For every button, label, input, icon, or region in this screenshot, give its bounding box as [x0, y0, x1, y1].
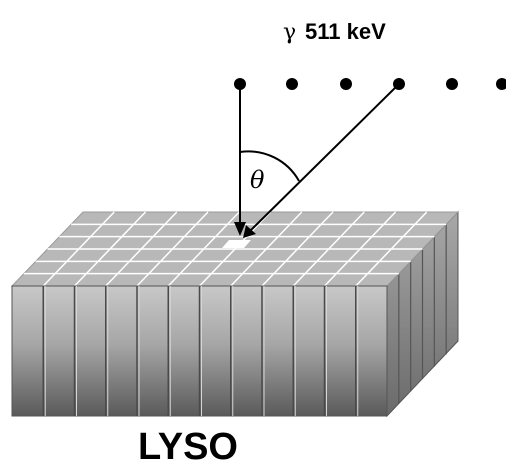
photon-paths — [234, 83, 400, 238]
oblique-incidence-ray — [249, 83, 400, 232]
energy-label: 511 keV — [305, 19, 386, 44]
crystal-front-divisions — [42, 286, 359, 416]
interaction-spot — [222, 240, 251, 248]
crystal-top-grid — [23, 211, 447, 287]
source-dot — [496, 78, 506, 90]
photon-source-row — [234, 78, 506, 90]
incidence-angle-label: θ — [250, 166, 265, 194]
source-dot — [340, 78, 352, 90]
crystal-side-divisions — [398, 224, 447, 404]
normal-ray-arrowhead — [234, 222, 246, 236]
lyso-crystal-block — [10, 210, 460, 418]
source-dot — [286, 78, 298, 90]
gamma-symbol: γ — [283, 20, 296, 45]
oblique-ray-arrowhead — [243, 225, 256, 238]
incidence-angle-arc — [239, 150, 300, 182]
crystal-label: LYSO — [138, 426, 238, 463]
source-dot — [446, 78, 458, 90]
